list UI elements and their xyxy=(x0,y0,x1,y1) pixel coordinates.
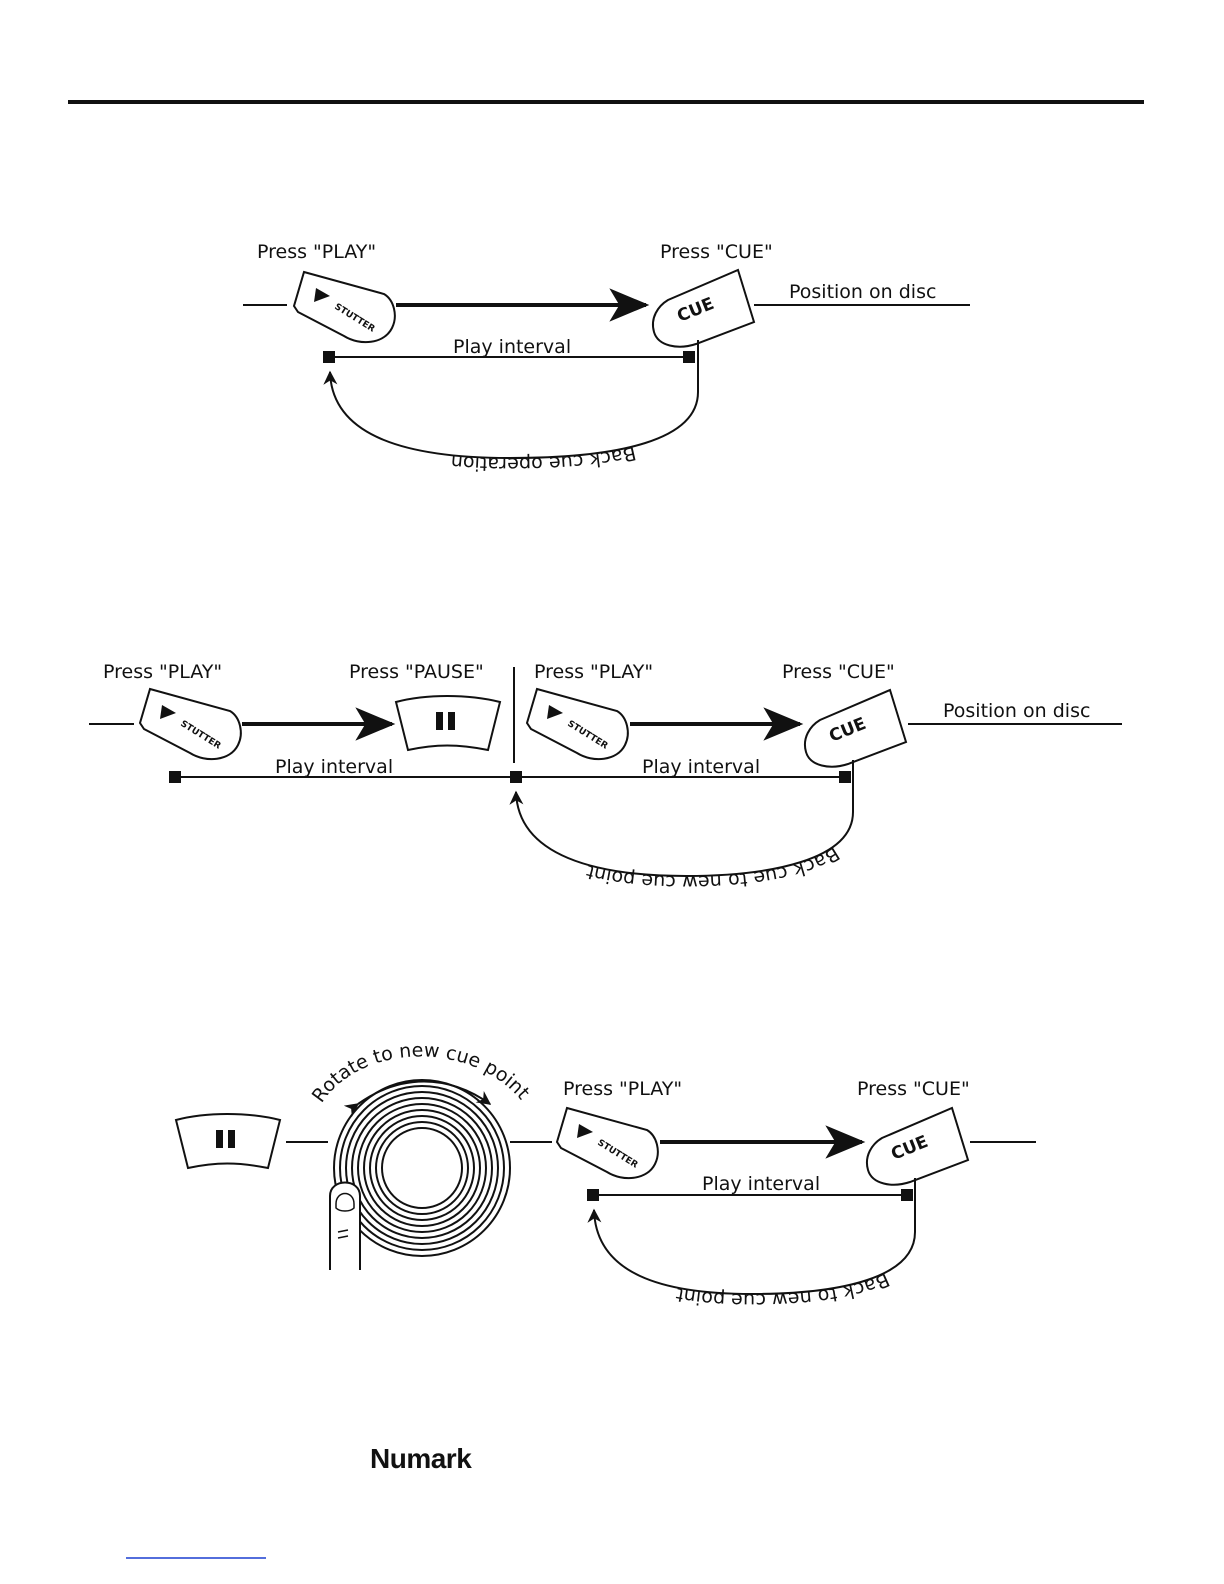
finger-icon xyxy=(329,1181,361,1270)
press-play-label: Press "PLAY" xyxy=(257,241,376,263)
press-play-label-2: Press "PLAY" xyxy=(534,661,653,683)
back-cue-curve xyxy=(587,1178,916,1296)
back-cue-curve xyxy=(323,340,699,460)
back-cue-new-point-label: Back cue to new cue point xyxy=(584,842,843,893)
numark-logo: Numark xyxy=(370,1443,472,1474)
back-to-new-point-label: Back to new cue point xyxy=(674,1268,892,1311)
new-cue-marker xyxy=(510,771,522,783)
play-interval-label-2: Play interval xyxy=(642,756,760,778)
back-cue-operation-label: Back cue operation xyxy=(450,441,638,475)
pause-button xyxy=(175,1113,281,1169)
play-stutter-button: STUTTER xyxy=(556,1107,659,1180)
play-stutter-button: STUTTER xyxy=(293,271,396,344)
press-cue-label: Press "CUE" xyxy=(660,241,773,263)
press-play-label: Press "PLAY" xyxy=(563,1078,682,1100)
press-play-label: Press "PLAY" xyxy=(103,661,222,683)
press-cue-label: Press "CUE" xyxy=(857,1078,970,1100)
play-stutter-button-2: STUTTER xyxy=(526,688,629,761)
rotate-arrow xyxy=(343,1080,492,1118)
new-cue-marker xyxy=(587,1189,599,1201)
press-pause-label: Press "PAUSE" xyxy=(349,661,484,683)
cue-marker xyxy=(901,1189,913,1201)
cue-button: CUE xyxy=(865,1107,969,1186)
start-marker xyxy=(323,351,335,363)
play-interval-label: Play interval xyxy=(702,1173,820,1195)
cue-marker xyxy=(683,351,695,363)
cue-marker xyxy=(839,771,851,783)
press-cue-label: Press "CUE" xyxy=(782,661,895,683)
diagram-basic-cue: STUTTER CUE Press "PLAY" Press "CUE" Pos… xyxy=(243,241,970,475)
cue-button: CUE xyxy=(651,269,755,348)
jog-wheel xyxy=(333,1079,511,1257)
play-stutter-button: STUTTER xyxy=(139,688,242,761)
position-on-disc-label: Position on disc xyxy=(789,281,936,303)
position-on-disc-label: Position on disc xyxy=(943,700,1090,722)
pause-button xyxy=(395,695,501,751)
cue-button: CUE xyxy=(803,689,907,768)
play-interval-label: Play interval xyxy=(453,336,571,358)
play-interval-label: Play interval xyxy=(275,756,393,778)
diagram-rotate-new-cue: Rotate to new cue point STUTTER CUE Pres… xyxy=(175,1039,1036,1311)
start-marker xyxy=(169,771,181,783)
diagram-pause-new-cue: STUTTER STUTTER CUE Press "PLAY" Press "… xyxy=(89,661,1122,893)
back-cue-curve xyxy=(509,760,854,878)
